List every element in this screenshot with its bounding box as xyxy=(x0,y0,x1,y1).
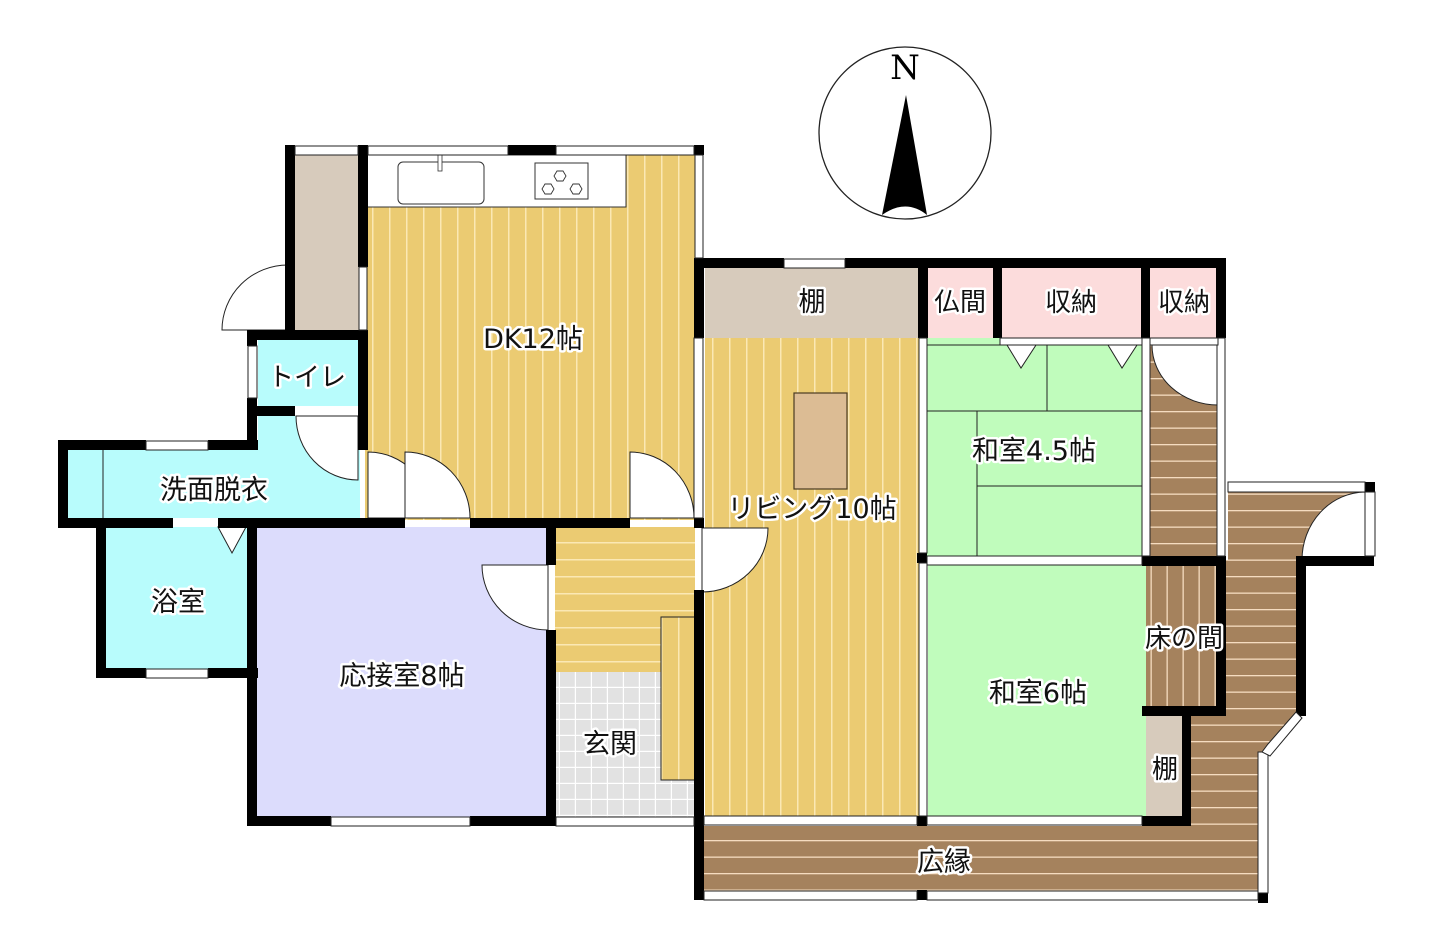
room-label-washitsu6: 和室6帖 xyxy=(989,678,1087,709)
room-label-senmen: 洗面脱衣 xyxy=(160,475,268,506)
room-label-toilet: トイレ xyxy=(268,363,346,393)
storage1-floor xyxy=(1000,268,1142,338)
sliding-door xyxy=(703,815,918,826)
window xyxy=(1261,711,1303,757)
room-label-living-shelf: 棚 xyxy=(799,287,826,318)
room-label-tokonoma: 床の間 xyxy=(1145,624,1223,654)
door-swings xyxy=(221,264,769,631)
sliding-door xyxy=(358,266,368,331)
window xyxy=(703,890,918,901)
room-label-storage2: 収納 xyxy=(1158,288,1210,318)
door-swing-icon xyxy=(295,415,359,481)
walls xyxy=(58,145,1375,903)
step-board xyxy=(660,616,696,781)
washitsu6-floor xyxy=(928,565,1146,820)
window xyxy=(1364,491,1376,557)
window xyxy=(294,145,359,156)
window xyxy=(555,145,695,156)
door-swing-icon xyxy=(701,527,769,593)
window xyxy=(330,816,471,827)
room-label-living: リビング10帖 xyxy=(727,494,896,525)
toilet-floor xyxy=(258,340,358,406)
room-label-washitsu45: 和室4.5帖 xyxy=(972,436,1096,467)
door-swing-icon xyxy=(404,451,471,519)
room-label-reception: 応接室8帖 xyxy=(339,661,464,692)
sliding-door xyxy=(918,337,928,554)
butsuma-floor xyxy=(922,268,995,338)
window xyxy=(783,258,846,269)
window xyxy=(1257,751,1269,894)
door-swing-icon xyxy=(221,264,289,331)
sliding-door xyxy=(999,337,1143,346)
room-label-engawa: 広縁 xyxy=(917,847,971,878)
sliding-door xyxy=(1216,337,1226,557)
sliding-door xyxy=(1149,337,1219,346)
tokonoma-floor xyxy=(1146,566,1218,711)
window xyxy=(145,668,209,679)
window xyxy=(367,145,509,156)
washitsu-shelf-floor xyxy=(1146,715,1182,818)
door-swing-icon xyxy=(1151,344,1219,406)
window xyxy=(555,816,695,827)
bath-floor xyxy=(105,527,247,669)
faucet-icon xyxy=(437,154,443,172)
washitsu45-floor xyxy=(922,338,1144,558)
room-label-dk: DK12帖 xyxy=(483,324,583,355)
engawa-east-floor xyxy=(1186,490,1365,895)
closet-floor xyxy=(295,155,361,333)
room-label-washitsu-shelf: 棚 xyxy=(1152,755,1178,785)
living-table xyxy=(793,392,848,490)
kitchen-counter xyxy=(363,154,627,208)
sliding-door xyxy=(693,337,704,519)
window xyxy=(694,154,704,259)
room-label-storage1: 収納 xyxy=(1045,288,1097,318)
storage2-floor xyxy=(1150,268,1218,338)
sliding-door xyxy=(1141,337,1151,557)
door-swing-icon xyxy=(481,564,549,631)
room-label-butsuma: 仏間 xyxy=(934,288,986,318)
windows xyxy=(145,145,1376,901)
north-compass: N xyxy=(818,46,992,220)
sliding-door xyxy=(918,562,928,817)
north-label: N xyxy=(890,48,920,88)
window xyxy=(926,890,1259,901)
window xyxy=(247,345,258,399)
north-arrow-icon xyxy=(882,95,927,215)
room-label-genkan: 玄関 xyxy=(583,729,637,760)
room-label-bath: 浴室 xyxy=(151,587,205,618)
sliding-door xyxy=(926,555,1143,566)
window xyxy=(1227,481,1366,493)
engawa-floor xyxy=(702,826,1264,896)
window xyxy=(145,440,209,451)
sliding-door xyxy=(926,815,1143,826)
senmen-floor xyxy=(68,416,360,518)
living-shelf-floor xyxy=(705,268,919,338)
